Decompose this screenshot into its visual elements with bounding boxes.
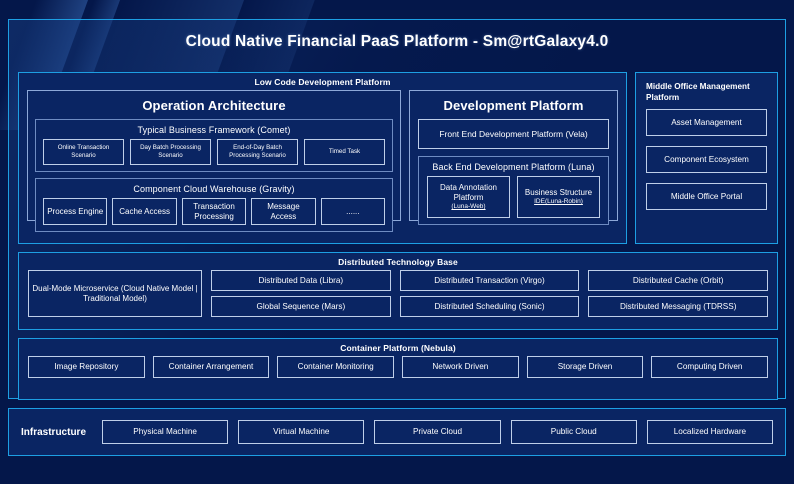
middle-office-item-middle-office-portal[interactable]: Middle Office Portal [646, 183, 767, 211]
back-end-items: Data Annotation Platform (Luna-Web) Busi… [419, 176, 608, 218]
distributed-cache-orbit[interactable]: Distributed Cache (Orbit) [588, 270, 769, 291]
distributed-data-libra[interactable]: Distributed Data (Libra) [211, 270, 391, 291]
container-item-container-arrangement[interactable]: Container Arrangement [152, 356, 270, 378]
infrastructure-item-virtual-machine[interactable]: Virtual Machine [238, 420, 365, 444]
page-title: Cloud Native Financial PaaS Platform - S… [185, 33, 609, 50]
container-platform-panel: Container Platform (Nebula) Image Reposi… [18, 338, 778, 400]
distributed-column-a: Distributed Data (Libra) Global Sequence… [211, 270, 391, 317]
platform-diagram-frame: Cloud Native Financial PaaS Platform - S… [8, 19, 786, 400]
infrastructure-item-physical-machine[interactable]: Physical Machine [102, 420, 229, 444]
data-annotation-platform-label: Data Annotation Platform [440, 182, 497, 202]
component-cloud-warehouse-heading: Component Cloud Warehouse (Gravity) [133, 184, 295, 194]
infrastructure-item-private-cloud[interactable]: Private Cloud [374, 420, 501, 444]
distributed-technology-base-panel: Distributed Technology Base Dual-Mode Mi… [18, 252, 778, 330]
container-item-image-repository[interactable]: Image Repository [28, 356, 145, 378]
infrastructure-item-localized-hardware[interactable]: Localized Hardware [646, 420, 774, 444]
back-end-item-business-structure-ide[interactable]: Business Structure IDE(Luna-Robin) [517, 176, 600, 218]
operation-architecture-panel: Operation Architecture Typical Business … [27, 90, 401, 232]
container-item-computing-driven[interactable]: Computing Driven [651, 356, 769, 378]
low-code-heading: Low Code Development Platform [254, 77, 391, 87]
development-platform-panel: Development Platform Front End Developme… [409, 90, 618, 225]
data-annotation-platform-sublabel: (Luna-Web) [451, 203, 486, 211]
distributed-transaction-virgo[interactable]: Distributed Transaction (Virgo) [399, 270, 580, 291]
low-code-development-platform-panel: Low Code Development Platform Operation … [18, 72, 627, 244]
back-end-development-platform-heading: Back End Development Platform (Luna) [432, 162, 595, 172]
framework-item-timed-task[interactable]: Timed Task [304, 139, 385, 165]
middle-office-management-platform-panel: Middle Office Management Platform Asset … [635, 72, 778, 244]
middle-office-item-component-ecosystem[interactable]: Component Ecosystem [646, 146, 767, 174]
warehouse-item-process-engine[interactable]: Process Engine [43, 198, 108, 225]
typical-business-framework-items: Online Transaction Scenario Day Batch Pr… [36, 139, 392, 165]
container-platform-heading: Container Platform (Nebula) [340, 343, 456, 353]
typical-business-framework-group: Typical Business Framework (Comet) Onlin… [35, 119, 393, 172]
global-sequence-mars[interactable]: Global Sequence (Mars) [211, 296, 391, 317]
business-structure-label: Business Structure [524, 187, 593, 197]
distributed-scheduling-sonic[interactable]: Distributed Scheduling (Sonic) [399, 296, 580, 317]
distributed-messaging-tdrss[interactable]: Distributed Messaging (TDRSS) [588, 296, 769, 317]
dual-mode-microservice[interactable]: Dual-Mode Microservice (Cloud Native Mod… [28, 270, 202, 317]
framework-item-day-batch[interactable]: Day Batch Processing Scenario [130, 139, 211, 165]
warehouse-item-message-access[interactable]: Message Access [251, 198, 316, 225]
development-platform-heading: Development Platform [443, 98, 584, 113]
distributed-column-b: Distributed Transaction (Virgo) Distribu… [399, 270, 580, 317]
warehouse-item-cache-access[interactable]: Cache Access [112, 198, 177, 225]
operation-architecture-heading: Operation Architecture [142, 98, 286, 113]
distributed-column-c: Distributed Cache (Orbit) Distributed Me… [588, 270, 769, 317]
dual-mode-microservice-wrapper: Dual-Mode Microservice (Cloud Native Mod… [28, 270, 202, 317]
warehouse-item-transaction-processing[interactable]: Transaction Processing [181, 198, 247, 225]
top-row: Low Code Development Platform Operation … [18, 72, 778, 244]
component-cloud-warehouse-items: Process Engine Cache Access Transaction … [36, 198, 392, 225]
infrastructure-item-public-cloud[interactable]: Public Cloud [510, 420, 637, 444]
typical-business-framework-heading: Typical Business Framework (Comet) [137, 125, 291, 135]
framework-item-end-of-day-batch[interactable]: End-of-Day Batch Processing Scenario [217, 139, 298, 165]
middle-office-items: Asset Management Component Ecosystem Mid… [636, 105, 777, 211]
back-end-development-platform-group: Back End Development Platform (Luna) Dat… [418, 156, 609, 225]
front-end-development-platform[interactable]: Front End Development Platform (Vela) [418, 119, 609, 149]
infrastructure-panel: Infrastructure Physical Machine Virtual … [8, 408, 786, 456]
container-item-container-monitoring[interactable]: Container Monitoring [277, 356, 395, 378]
business-structure-ide-sublabel: IDE(Luna-Robin) [534, 198, 583, 206]
container-platform-items: Image Repository Container Arrangement C… [19, 356, 777, 387]
component-cloud-warehouse-group: Component Cloud Warehouse (Gravity) Proc… [35, 178, 393, 232]
container-item-storage-driven[interactable]: Storage Driven [526, 356, 644, 378]
framework-item-online-transaction[interactable]: Online Transaction Scenario [43, 139, 124, 165]
middle-office-item-asset-management[interactable]: Asset Management [646, 109, 767, 137]
infrastructure-label: Infrastructure [21, 426, 87, 438]
warehouse-item-more[interactable]: ...... [320, 198, 386, 225]
container-item-network-driven[interactable]: Network Driven [402, 356, 519, 378]
middle-office-heading: Middle Office Management Platform [646, 82, 750, 103]
back-end-item-data-annotation-platform[interactable]: Data Annotation Platform (Luna-Web) [427, 176, 510, 218]
distributed-technology-base-heading: Distributed Technology Base [338, 257, 458, 267]
